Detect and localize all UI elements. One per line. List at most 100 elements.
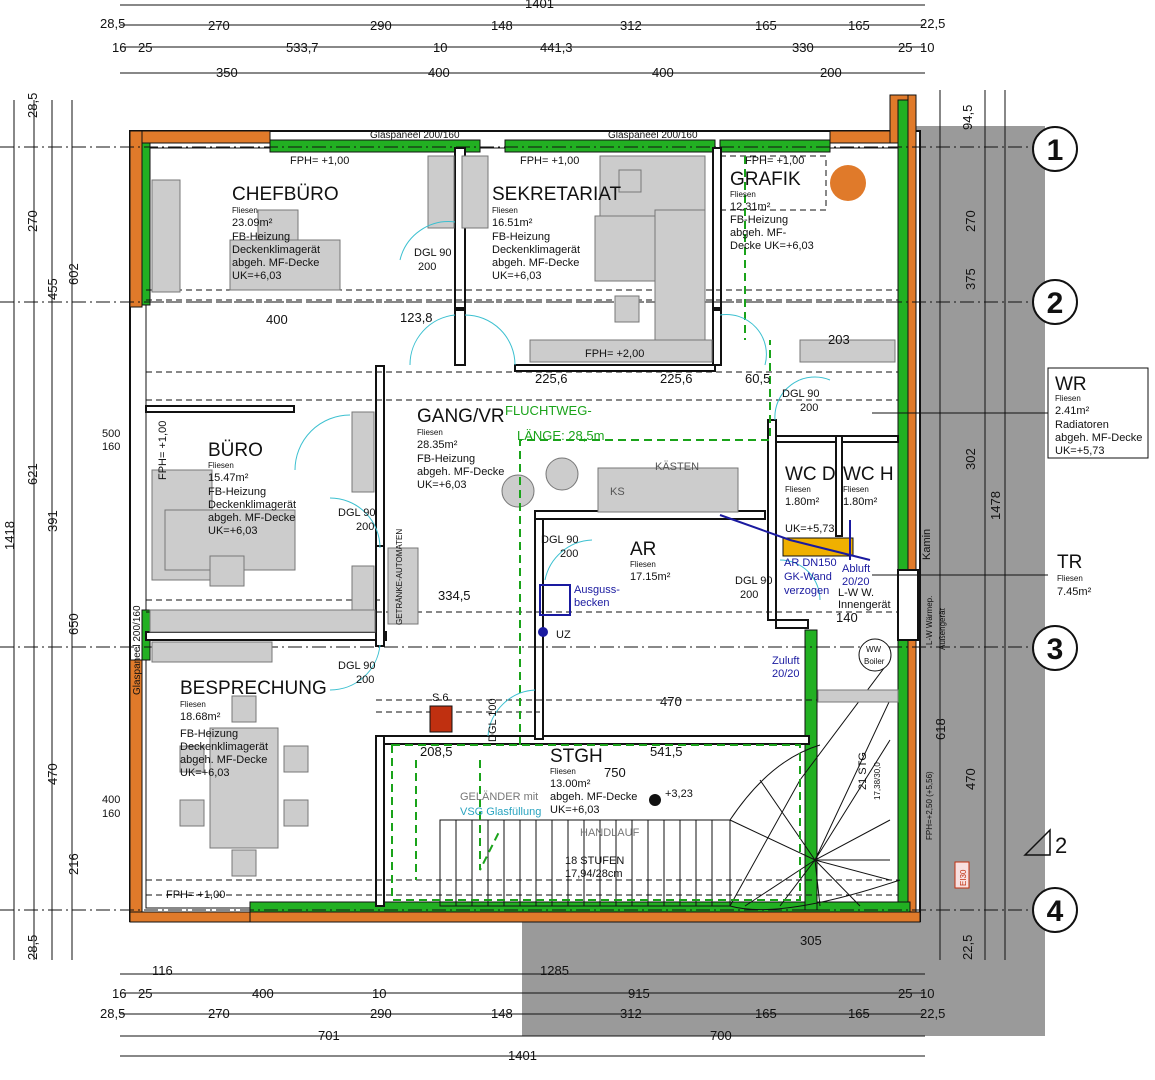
wall-segment-orange (129, 130, 271, 144)
outdoor-unit-label: Außengerät (938, 607, 947, 650)
dim: 22,5 (920, 1006, 945, 1021)
ei30-marker (954, 861, 970, 889)
sink-label: Ausguss- (574, 584, 620, 596)
room-note: Deckenklimagerät (492, 244, 580, 256)
dim: 602 (66, 263, 81, 285)
room-area: 17.15m² (630, 571, 671, 583)
room-note: Deckenklimagerät (180, 741, 268, 753)
room-note: FB-Heizung (180, 728, 238, 740)
room-note: Deckenklimagerät (208, 499, 296, 511)
stair-arc (729, 744, 901, 911)
room-floor: Fliesen (417, 428, 443, 437)
section-label: 2 (1055, 833, 1067, 858)
room-note: UK=+5,73 (1055, 445, 1105, 457)
room-note: abgeh. MF-Decke (208, 512, 295, 524)
dim: 225,6 (660, 371, 693, 386)
dim: 441,3 (540, 40, 573, 55)
abluft-label: Abluft (842, 563, 870, 575)
fire-door-label: EI30 (959, 869, 968, 886)
dim: 470 (45, 763, 60, 785)
dim: 305 (800, 933, 822, 948)
axis-marker-4 (1032, 887, 1078, 933)
stair-count: 18 STUFEN (565, 855, 624, 867)
dim: 28,5 (25, 93, 40, 118)
room-area: 23.09m² (232, 217, 273, 229)
interior-wall (712, 147, 722, 309)
fph-label: FPH= +1,00 (290, 155, 349, 167)
dimension-line (13, 90, 1006, 960)
door-label: DGL 90 (338, 507, 376, 519)
room-area: 16.51m² (492, 217, 533, 229)
room-name: GRAFIK (730, 169, 801, 190)
chair (283, 799, 309, 827)
dim: 60,5 (745, 371, 770, 386)
wall-segment-orange (907, 94, 917, 921)
vending-machines (387, 547, 419, 625)
counter (529, 339, 713, 363)
glass-panel-label: Glaspaneel 200/160 (608, 130, 698, 141)
chair (179, 799, 205, 827)
railing-note: VSG Glasfüllung (460, 806, 541, 818)
dim: 25 (138, 40, 152, 55)
dim: 270 (963, 210, 978, 232)
desk (257, 209, 299, 241)
dim: 28,5 (100, 1006, 125, 1021)
room-floor: Fliesen (492, 206, 518, 215)
room-floor: Fliesen (843, 485, 869, 494)
door-label: DGL 90 (735, 575, 773, 587)
axis-marker-3 (1032, 625, 1078, 671)
shelves-label: KÄSTEN (655, 461, 699, 473)
outdoor-unit-label: L-W Wärmep. (925, 596, 934, 645)
chair (179, 745, 205, 773)
interior-wall (375, 735, 385, 907)
room-note: abgeh. MF-Decke (1055, 432, 1142, 444)
room-floor: Fliesen (785, 485, 811, 494)
room-floor: Fliesen (550, 767, 576, 776)
room-floor: Fliesen (208, 461, 234, 470)
door-label: DGL 90 (414, 247, 452, 259)
door-label: 200 (356, 521, 374, 533)
dim: 28,5 (25, 935, 40, 960)
door-label: 200 (800, 402, 818, 414)
wr-box (1047, 367, 1149, 459)
room-note: UK=+5,73 (785, 523, 835, 535)
interior-wall (454, 309, 466, 366)
room-name: CHEFBÜRO (232, 184, 339, 205)
level-label: +3,23 (665, 788, 693, 800)
room-name: GANG/VR (417, 406, 505, 427)
chair (231, 849, 257, 877)
room-name: SEKRETARIAT (492, 184, 622, 205)
door-label: DGL 90 (782, 388, 820, 400)
dim: 500 (102, 428, 120, 440)
stair-dims: 17,94/28cm (565, 868, 622, 880)
dim: 148 (491, 1006, 513, 1021)
dim: 165 (755, 18, 777, 33)
wall-segment-orange (129, 659, 143, 921)
dim: 208,5 (420, 744, 453, 759)
room-name: TR (1057, 552, 1082, 573)
cabinet (151, 179, 181, 293)
room-note: Radiatoren (1055, 419, 1109, 431)
stove (830, 165, 866, 201)
dim-total-bottom: 1401 (508, 1048, 537, 1063)
room-note: FB-Heizung (232, 231, 290, 243)
door-label: DGL 90 (338, 660, 376, 672)
dim: 160 (102, 808, 120, 820)
glass-panel-green (269, 139, 481, 153)
dim: 10 (920, 40, 934, 55)
room-area: 2.41m² (1055, 405, 1090, 417)
glass-panel-green (719, 139, 831, 153)
room-note: abgeh. MF- (730, 227, 787, 239)
wall-green (897, 99, 909, 909)
axis-marker-1 (1032, 126, 1078, 172)
fph-label: FPH= +1,00 (745, 155, 804, 167)
dim: 1478 (988, 491, 1003, 520)
dim: 700 (710, 1028, 732, 1043)
level-marker (649, 794, 661, 806)
room-note: abgeh. MF-Decke (492, 257, 579, 269)
dim: 270 (25, 210, 40, 232)
room-note: abgeh. MF-Decke (180, 754, 267, 766)
vending-label: GETRÄNKE-AUTOMATEN (395, 529, 404, 625)
counter (799, 339, 896, 363)
beam-line (720, 155, 827, 211)
